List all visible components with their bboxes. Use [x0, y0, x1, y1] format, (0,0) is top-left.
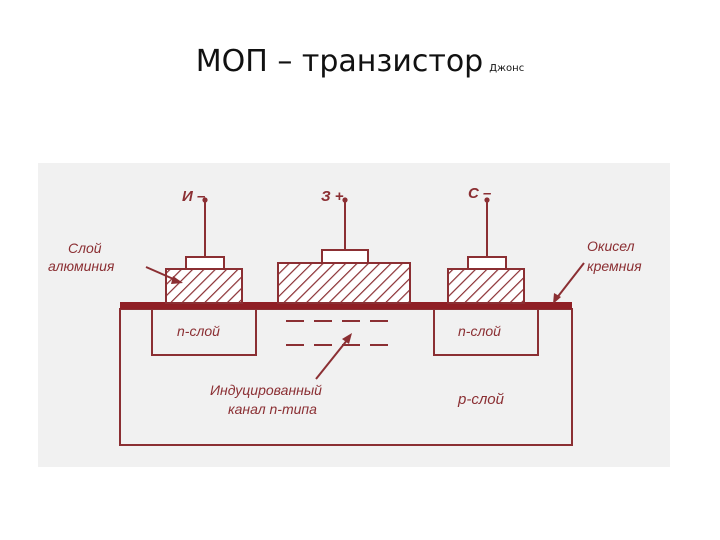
diagram-svg: И – З + С – Слой алюминия Окисел кремния…: [38, 163, 670, 467]
source-contact-pad: [185, 256, 225, 270]
mos-transistor-diagram: И – З + С – Слой алюминия Окисел кремния…: [38, 163, 670, 467]
slide-subtitle: Джонс: [489, 63, 525, 74]
gate-terminal-label: З +: [321, 188, 344, 205]
gate-aluminum-block: [277, 262, 411, 304]
source-terminal-dot: [202, 197, 208, 203]
gate-contact-pad: [321, 249, 369, 264]
aluminum-arrow-head: [171, 276, 183, 284]
diagram-background: [38, 163, 670, 467]
channel-label-line2: канал n-типа: [228, 401, 317, 417]
p-layer-label: p-слой: [457, 391, 505, 408]
gate-terminal-dot: [342, 197, 348, 203]
n-layer-right-label: n-слой: [458, 323, 501, 339]
channel-label-line1: Индуцированный: [210, 382, 322, 398]
aluminum-label-line1: Слой: [68, 240, 102, 256]
n-layer-left-label: n-слой: [177, 323, 220, 339]
slide-title: МОП – транзистор: [195, 44, 484, 79]
oxide-label-line1: Окисел: [587, 238, 635, 254]
channel-arrow-head: [342, 333, 352, 344]
source-aluminum-block: [165, 268, 243, 304]
drain-contact-pad: [467, 256, 507, 270]
drain-aluminum-block: [447, 268, 525, 304]
drain-terminal-label: С –: [468, 185, 491, 202]
induced-channel-dashes: [286, 320, 388, 346]
source-terminal-label: И –: [182, 188, 205, 205]
oxide-arrow-head: [553, 293, 561, 304]
oxide-layer: [120, 302, 572, 309]
oxide-label-line2: кремния: [587, 258, 642, 274]
drain-terminal-dot: [484, 197, 490, 203]
oxide-arrow-line: [555, 262, 585, 300]
aluminum-label-line2: алюминия: [48, 258, 115, 274]
channel-arrow-line: [315, 338, 349, 380]
